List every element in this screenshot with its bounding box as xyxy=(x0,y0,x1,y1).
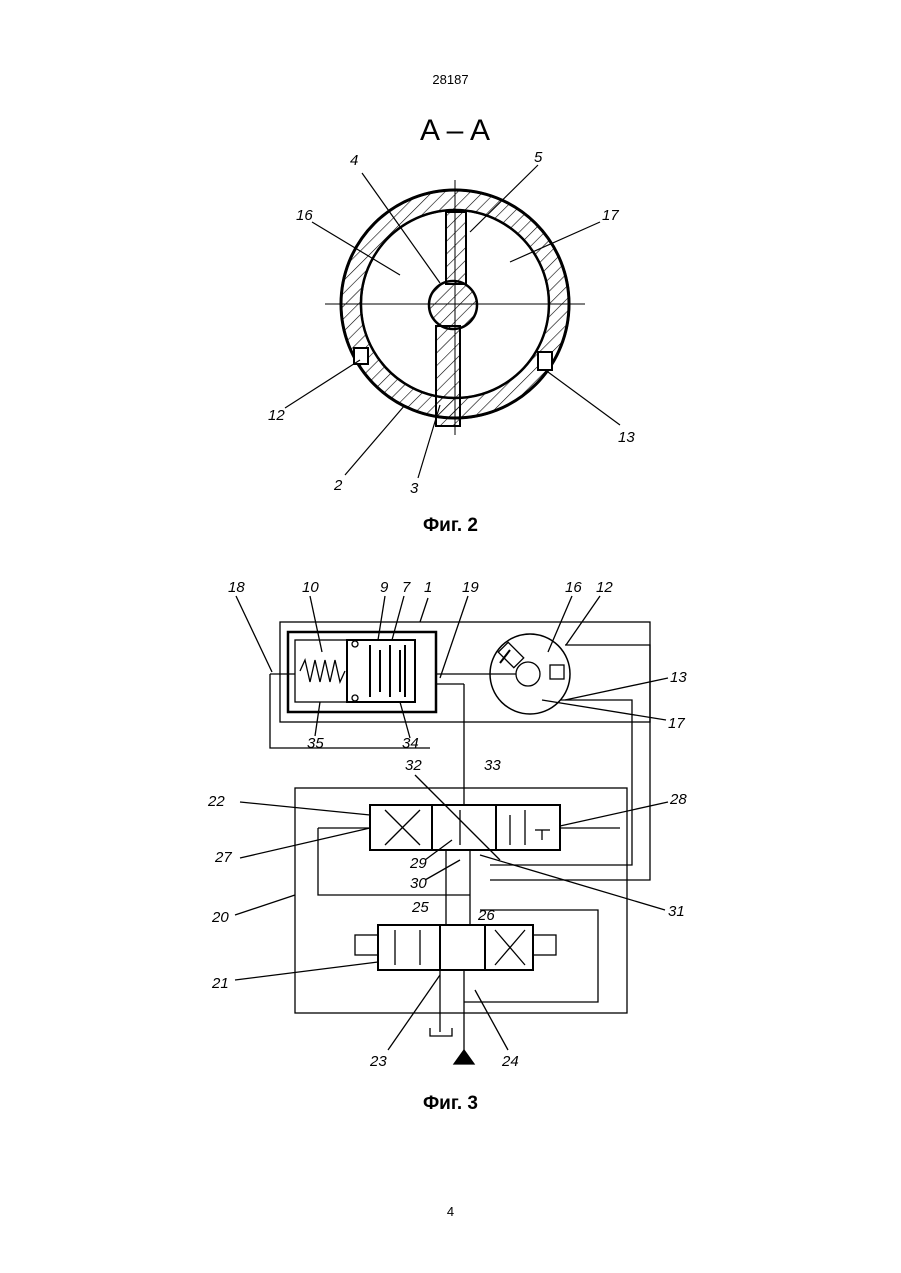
label-17: 17 xyxy=(602,207,619,224)
label-20: 20 xyxy=(211,909,229,926)
label-27: 27 xyxy=(214,849,232,866)
label-16: 16 xyxy=(565,579,582,596)
label-23: 23 xyxy=(369,1053,387,1070)
vane-lower xyxy=(436,326,460,426)
port-13 xyxy=(538,352,552,370)
label-29: 29 xyxy=(409,855,427,872)
label-33: 33 xyxy=(484,757,501,774)
label-3: 3 xyxy=(410,480,419,497)
label-34: 34 xyxy=(402,735,419,752)
label-1: 1 xyxy=(424,579,432,596)
label-13: 13 xyxy=(618,429,635,446)
label-12: 12 xyxy=(268,407,285,424)
label-30: 30 xyxy=(410,875,427,892)
figure-2-caption: Фиг. 2 xyxy=(0,515,901,537)
label-17: 17 xyxy=(668,715,685,732)
label-31: 31 xyxy=(668,903,685,920)
label-22: 22 xyxy=(207,793,225,810)
label-5: 5 xyxy=(534,149,543,166)
patent-number: 28187 xyxy=(0,72,901,87)
vane-upper xyxy=(446,212,466,284)
label-26: 26 xyxy=(477,907,495,924)
figure-2-drawing: A – A 4 5 16 17 12 13 2 3 xyxy=(0,100,901,510)
label-16: 16 xyxy=(296,207,313,224)
label-7: 7 xyxy=(402,579,411,596)
label-19: 19 xyxy=(462,579,479,596)
label-4: 4 xyxy=(350,152,358,169)
label-10: 10 xyxy=(302,579,319,596)
label-24: 24 xyxy=(501,1053,519,1070)
label-32: 32 xyxy=(405,757,422,774)
label-12: 12 xyxy=(596,579,613,596)
label-13: 13 xyxy=(670,669,687,686)
figure-3-caption: Фиг. 3 xyxy=(0,1093,901,1115)
label-21: 21 xyxy=(211,975,229,992)
section-label: A – A xyxy=(420,114,490,147)
label-28: 28 xyxy=(669,791,687,808)
figure-3-drawing: 18 10 9 7 1 19 16 12 13 17 35 34 32 33 2… xyxy=(0,570,901,1080)
label-18: 18 xyxy=(228,579,245,596)
shaft xyxy=(429,281,477,329)
label-2: 2 xyxy=(333,477,343,494)
label-9: 9 xyxy=(380,579,389,596)
label-25: 25 xyxy=(411,899,429,916)
port-12 xyxy=(354,348,368,364)
page-number: 4 xyxy=(0,1204,901,1219)
label-35: 35 xyxy=(307,735,324,752)
